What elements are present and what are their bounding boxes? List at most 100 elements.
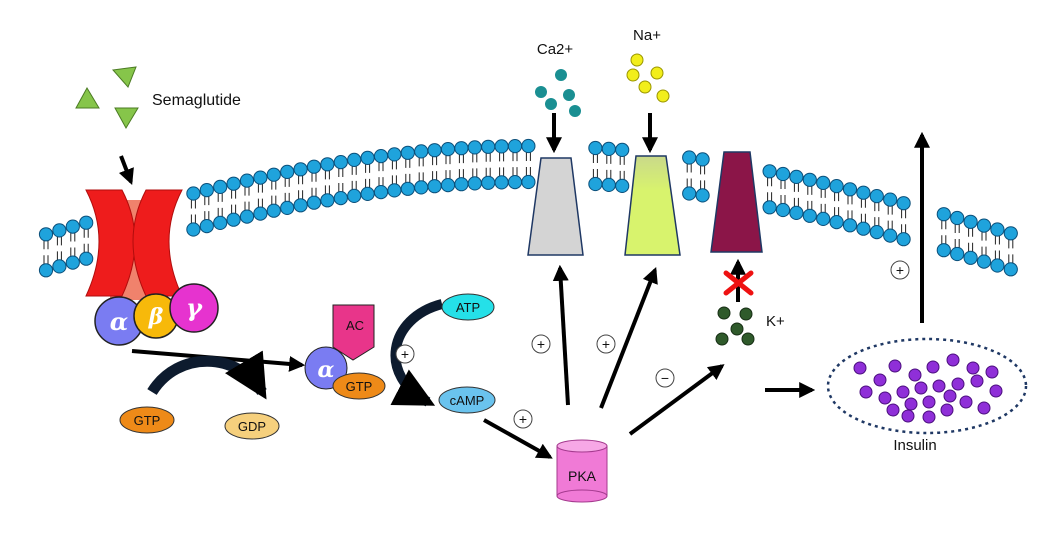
insulin-granule — [946, 353, 960, 367]
lipid-head — [842, 218, 858, 233]
insulin-granule — [922, 410, 936, 424]
lipid-tail — [378, 162, 384, 187]
svg-text:+: + — [401, 346, 409, 362]
lipid-head — [347, 188, 362, 203]
lipid-head — [615, 142, 630, 157]
lipid-head — [320, 157, 335, 172]
semaglutide-arrow — [118, 155, 134, 185]
insulin-granule — [908, 368, 922, 382]
semaglutide-label: Semaglutide — [152, 92, 241, 109]
lipid-head — [186, 186, 201, 201]
lipid-head — [950, 210, 965, 226]
lipid-head — [789, 205, 804, 220]
lipid-tail — [847, 195, 853, 220]
lipid-head — [79, 215, 94, 230]
camp: cAMP — [438, 386, 496, 414]
lipid-tail — [391, 160, 397, 185]
lipid-head — [280, 200, 295, 215]
lipid-head — [869, 225, 884, 240]
lipid-head — [802, 208, 817, 223]
lipid-head — [990, 258, 1005, 273]
lipid-head — [414, 144, 429, 159]
lipid-head — [226, 212, 241, 227]
svg-text:GDP: GDP — [238, 419, 266, 434]
alpha-label: α — [110, 307, 128, 336]
lipid-head — [856, 185, 871, 200]
gdp: GDP — [224, 412, 280, 440]
pka: PKA — [556, 439, 608, 503]
lipid-tail — [512, 152, 518, 177]
lipid-tail — [43, 240, 49, 265]
lipid-head — [507, 175, 523, 190]
glp1-receptor — [85, 189, 183, 300]
insulin-granule — [970, 374, 984, 388]
insulin-granule — [853, 361, 867, 375]
insulin-granule — [886, 403, 900, 417]
lipid-head — [601, 177, 616, 192]
g-gamma-subunit — [169, 283, 219, 333]
lipid-tail — [485, 152, 491, 177]
svg-text:PKA: PKA — [568, 468, 597, 484]
insulin-granule — [896, 385, 910, 399]
lipid-head — [360, 150, 375, 165]
plus-sign-insulin: + — [890, 260, 910, 280]
lipid-tail — [874, 202, 880, 227]
lipid-head — [789, 169, 804, 184]
lipid-head — [588, 176, 603, 192]
ca-ions — [535, 69, 581, 117]
insulin-granule — [932, 379, 946, 393]
lipid-head — [842, 182, 858, 197]
lipid-tail — [860, 198, 866, 223]
lipid-head — [454, 141, 469, 156]
insulin-label: Insulin — [893, 437, 936, 454]
lipid-head — [936, 207, 951, 222]
insulin-granule — [989, 384, 1003, 398]
lipid-head — [963, 214, 978, 229]
lipid-head — [306, 159, 322, 174]
svg-text:α: α — [318, 357, 335, 383]
lipid-head — [360, 186, 375, 201]
lipid-head — [333, 191, 348, 206]
lipid-tail — [56, 236, 62, 261]
svg-text:+: + — [537, 336, 545, 352]
atp-camp-curved-arrow — [390, 299, 444, 407]
camp-pka-arrow — [483, 418, 553, 459]
lipid-tail — [418, 157, 424, 182]
lipid-head — [213, 179, 228, 194]
membrane-tails — [43, 152, 1014, 265]
lipid-head — [253, 170, 268, 185]
na-ions — [626, 53, 670, 103]
insulin-granule — [904, 397, 918, 411]
lipid-head — [65, 219, 80, 234]
svg-text:+: + — [519, 411, 527, 427]
lipid-tail — [231, 189, 237, 214]
beta-label: β — [148, 304, 164, 330]
lipid-head — [266, 167, 281, 182]
lipid-head — [226, 176, 241, 191]
lipid-tail — [351, 165, 357, 190]
lipid-head — [816, 175, 831, 190]
gtp-gdp-curved-arrow — [147, 350, 267, 400]
lipid-head — [936, 243, 951, 258]
insulin-granule — [888, 359, 902, 373]
k-channel — [710, 151, 763, 253]
plus-sign-ac: + — [395, 344, 415, 364]
lipid-tail — [981, 231, 987, 256]
lipid-head — [896, 232, 911, 247]
lipid-head — [52, 259, 67, 274]
svg-text:−: − — [661, 370, 669, 386]
adenylate-cyclase: AC — [332, 304, 375, 361]
lipid-head — [186, 222, 201, 237]
lipid-head — [762, 200, 777, 215]
plus-sign-na: + — [596, 334, 616, 354]
atp: ATP — [441, 293, 495, 321]
insulin-granule — [901, 409, 915, 423]
lipid-tail — [284, 177, 290, 202]
lipid-tail — [994, 235, 1000, 260]
lipid-tail — [472, 153, 478, 178]
lipid-tail — [941, 220, 947, 245]
lipid-tail — [298, 175, 304, 200]
lipid-head — [481, 175, 496, 190]
insulin-granule — [873, 373, 887, 387]
